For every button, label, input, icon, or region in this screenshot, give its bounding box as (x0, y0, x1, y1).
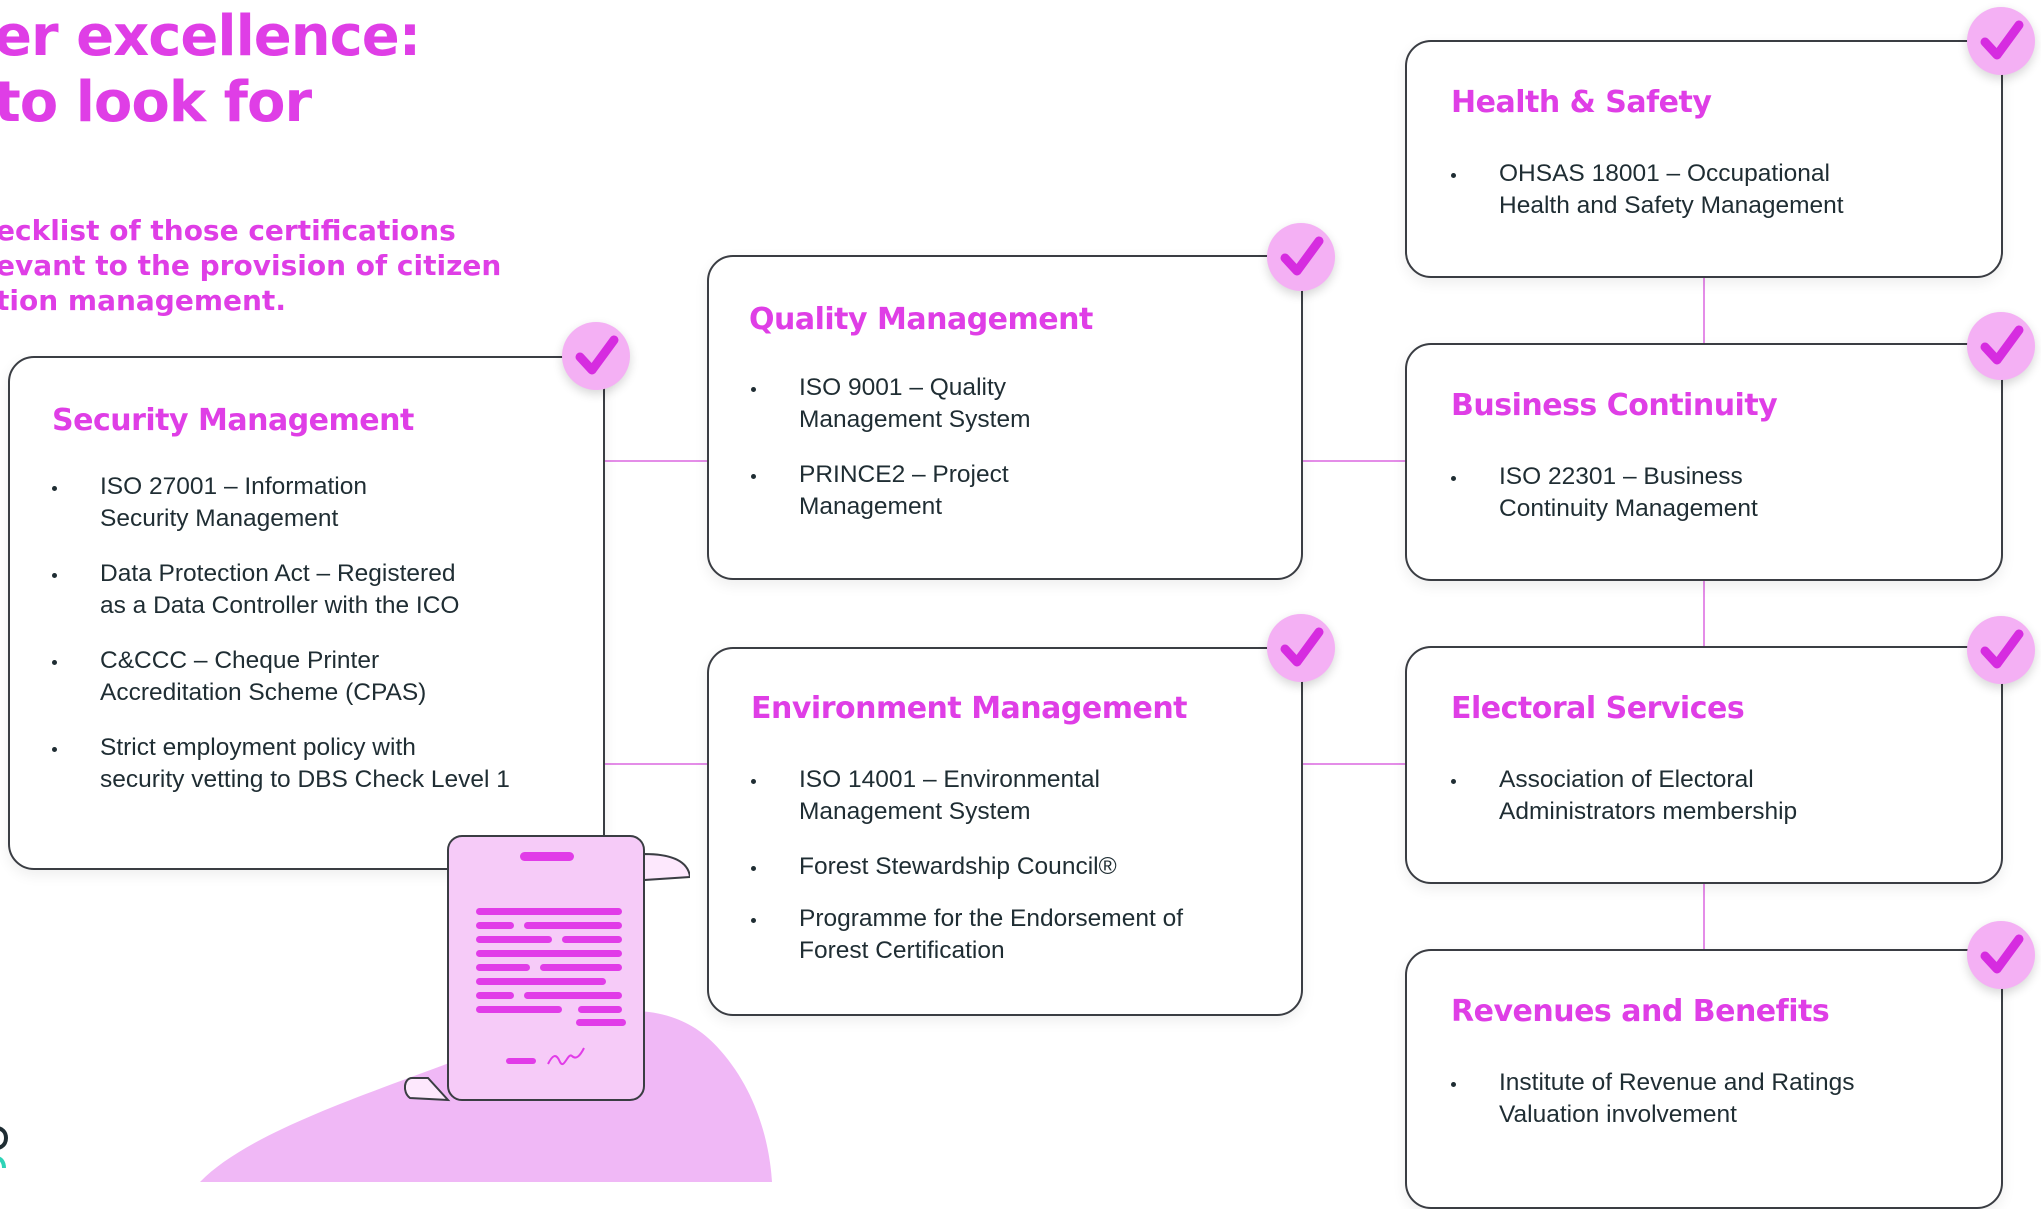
connector-line (1703, 276, 1705, 343)
card-environment-management: Environment Management ISO 14001 – Envir… (707, 647, 1303, 1016)
certification-list: ISO 27001 – Information Security Managem… (52, 471, 510, 819)
checkmark-icon (1967, 7, 2035, 75)
subheadline-line: tion management. (0, 284, 286, 317)
page-subheadline: ecklist of those certifications evant to… (0, 213, 501, 318)
certification-list: Association of Electoral Administrators … (1451, 764, 1797, 851)
card-quality-management: Quality Management ISO 9001 – Quality Ma… (707, 255, 1303, 580)
card-title: Health & Safety (1451, 85, 1712, 120)
connector-line (1301, 763, 1407, 765)
checkmark-icon (1967, 312, 2035, 380)
connector-line (603, 763, 709, 765)
connector-line (1703, 882, 1705, 949)
checkmark-icon (1267, 614, 1335, 682)
checkmark-icon (1967, 921, 2035, 989)
certification-list: ISO 22301 – Business Continuity Manageme… (1451, 461, 1758, 548)
list-item: Institute of Revenue and Ratings Valuati… (1451, 1067, 1854, 1131)
card-title: Business Continuity (1451, 388, 1778, 423)
list-item: Data Protection Act – Registered as a Da… (52, 558, 510, 622)
subheadline-line: ecklist of those certifications (0, 214, 456, 247)
list-item: OHSAS 18001 – Occupational Health and Sa… (1451, 158, 1844, 222)
card-electoral-services: Electoral Services Association of Electo… (1405, 646, 2003, 884)
checkmark-icon (562, 322, 630, 390)
card-security-management: Security Management ISO 27001 – Informat… (8, 356, 605, 870)
card-title: Revenues and Benefits (1451, 994, 1830, 1029)
certification-list: ISO 14001 – Environmental Management Sys… (751, 764, 1183, 990)
connector-line (1703, 579, 1705, 646)
list-item: Forest Stewardship Council® (751, 851, 1183, 883)
list-item: ISO 27001 – Information Security Managem… (52, 471, 510, 535)
card-business-continuity: Business Continuity ISO 22301 – Business… (1405, 343, 2003, 581)
certificate-document-icon (404, 835, 690, 1102)
list-item: Strict employment policy with security v… (52, 732, 510, 796)
logo-fragment (0, 1126, 9, 1169)
card-revenues-benefits: Revenues and Benefits Institute of Reven… (1405, 949, 2003, 1209)
headline-line: to look for (0, 70, 312, 135)
card-health-safety: Health & Safety OHSAS 18001 – Occupation… (1405, 40, 2003, 278)
connector-line (603, 460, 709, 462)
list-item: ISO 22301 – Business Continuity Manageme… (1451, 461, 1758, 525)
certification-list: Institute of Revenue and Ratings Valuati… (1451, 1067, 1854, 1154)
list-item: ISO 14001 – Environmental Management Sys… (751, 764, 1183, 828)
list-item: ISO 9001 – Quality Management System (751, 372, 1031, 436)
card-title: Quality Management (749, 302, 1093, 337)
subheadline-line: evant to the provision of citizen (0, 249, 502, 282)
list-item: PRINCE2 – Project Management (751, 459, 1031, 523)
list-item: Programme for the Endorsement of Forest … (751, 903, 1183, 967)
list-item: Association of Electoral Administrators … (1451, 764, 1797, 828)
card-title: Environment Management (751, 691, 1188, 726)
card-title: Security Management (52, 403, 414, 438)
certification-list: ISO 9001 – Quality Management System PRI… (751, 372, 1031, 546)
card-title: Electoral Services (1451, 691, 1745, 726)
connector-line (1301, 460, 1407, 462)
list-item: C&CCC – Cheque Printer Accreditation Sch… (52, 645, 510, 709)
headline-line: er excellence: (0, 4, 421, 69)
checkmark-icon (1967, 616, 2035, 684)
page-headline: er excellence: to look for (0, 4, 421, 136)
checkmark-icon (1267, 223, 1335, 291)
certification-list: OHSAS 18001 – Occupational Health and Sa… (1451, 158, 1844, 245)
